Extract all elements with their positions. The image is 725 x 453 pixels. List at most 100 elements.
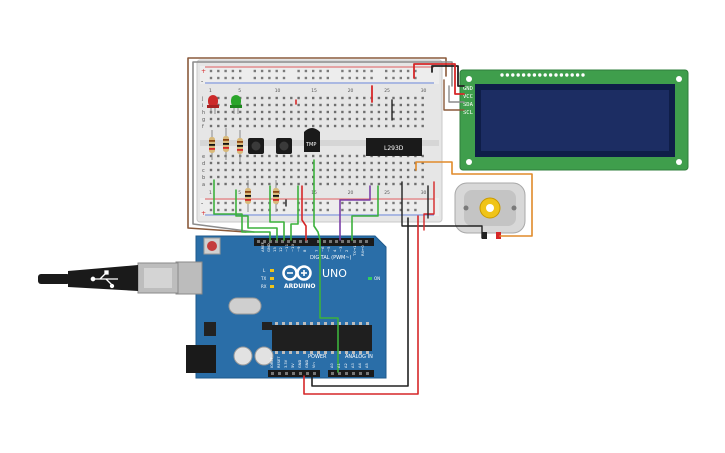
breadboard-hole (421, 110, 424, 114)
breadboard-hole (275, 110, 278, 114)
breadboard-hole (333, 96, 337, 100)
chip-pin (303, 322, 306, 325)
breadboard-hole (341, 96, 344, 100)
chip-pin (345, 351, 348, 354)
resistor-1-band (209, 144, 215, 146)
breadboard-hole (363, 117, 366, 121)
breadboard-hole (246, 110, 249, 114)
breadboard-hole (341, 69, 344, 73)
breadboard-hole (260, 124, 264, 128)
breadboard-hole (290, 161, 293, 165)
green-led (230, 95, 242, 114)
breadboard-hole (217, 69, 220, 73)
chip-pin (331, 322, 334, 325)
mount-hole (466, 76, 472, 82)
resistor-2-band (223, 143, 229, 145)
header-pin (305, 240, 308, 243)
wire-black-motor (401, 181, 483, 239)
breadboard-hole (297, 117, 300, 121)
row-letter: c (202, 168, 205, 174)
breadboard-hole (363, 154, 366, 158)
breadboard-hole (333, 154, 337, 158)
breadboard-hole (268, 110, 271, 114)
breadboard-hole (341, 182, 344, 186)
column-number: 1 (209, 88, 212, 94)
breadboard-hole (209, 161, 213, 165)
breadboard-hole (399, 117, 402, 121)
breadboard-hole (297, 175, 300, 179)
breadboard-hole (260, 168, 264, 172)
breadboard-hole (421, 182, 424, 186)
breadboard-hole (355, 117, 359, 121)
pin-6-label: ~6 (320, 246, 325, 252)
power-jack (186, 345, 216, 373)
breadboard-hole (421, 154, 424, 158)
breadboard-hole (348, 182, 351, 186)
breadboard-hole (341, 103, 344, 107)
usb-cable (38, 262, 179, 294)
breadboard-hole (239, 124, 242, 128)
resistor-1-band (209, 148, 215, 150)
breadboard-hole (392, 175, 395, 179)
breadboard-hole (326, 117, 329, 121)
breadboard-hole (348, 201, 351, 205)
breadboard-hole (326, 182, 329, 186)
breadboard-hole (275, 182, 278, 186)
wire-purple-driver (339, 185, 371, 241)
breadboard-hole (290, 117, 293, 121)
breadboard-hole (217, 201, 220, 205)
breadboard-hole (319, 208, 322, 212)
breadboard-hole (209, 168, 213, 172)
pin-5v-label: 5V (291, 363, 295, 368)
breadboard-hole (304, 201, 308, 205)
breadboard-hole (414, 124, 417, 128)
breadboard-hole (348, 110, 351, 114)
breadboard-hole (282, 182, 286, 186)
breadboard-hole (290, 96, 293, 100)
breadboard-hole (253, 96, 256, 100)
breadboard-hole (406, 69, 410, 73)
breadboard-hole (392, 168, 395, 172)
breadboard-hole (312, 124, 315, 128)
breadboard-hole (421, 103, 424, 107)
wire-green-3 (269, 185, 285, 241)
breadboard-hole (406, 76, 410, 80)
column-number: 5 (238, 190, 241, 196)
breadboard-hole (385, 117, 388, 121)
breadboard-hole (421, 117, 424, 121)
breadboard-hole (377, 182, 381, 186)
breadboard-hole (209, 201, 213, 205)
breadboard-hole (414, 69, 417, 73)
breadboard-hole (312, 76, 315, 80)
wire-lcd-sda (448, 85, 465, 103)
led-on-label: ON (374, 276, 380, 281)
breadboard-hole (326, 201, 329, 205)
breadboard-hole (268, 175, 271, 179)
breadboard-hole (392, 96, 395, 100)
reset-button[interactable] (207, 241, 217, 251)
breadboard-hole (355, 76, 359, 80)
chip-pin (317, 322, 320, 325)
breadboard-hole (392, 161, 395, 165)
breadboard-hole (260, 96, 264, 100)
breadboard-hole (363, 96, 366, 100)
breadboard-hole (268, 96, 271, 100)
breadboard-hole (363, 69, 366, 73)
breadboard-hole (217, 208, 220, 212)
pin-ioref-label: IOREF (270, 357, 274, 368)
pin-a3-label: A3 (351, 363, 355, 368)
resistor-3-band (237, 145, 243, 147)
breadboard-hole (282, 124, 286, 128)
rail-minus-label: - (201, 78, 203, 85)
row-letter: b (202, 175, 205, 181)
breadboard-hole (224, 208, 227, 212)
breadboard-hole (297, 161, 300, 165)
header-pin (278, 372, 281, 375)
breadboard-hole (304, 168, 308, 172)
breadboard-hole (217, 124, 220, 128)
breadboard-hole (363, 124, 366, 128)
row-letter: a (202, 182, 205, 188)
breadboard-hole (268, 161, 271, 165)
chip-pin (296, 351, 299, 354)
column-number: 20 (348, 190, 354, 196)
